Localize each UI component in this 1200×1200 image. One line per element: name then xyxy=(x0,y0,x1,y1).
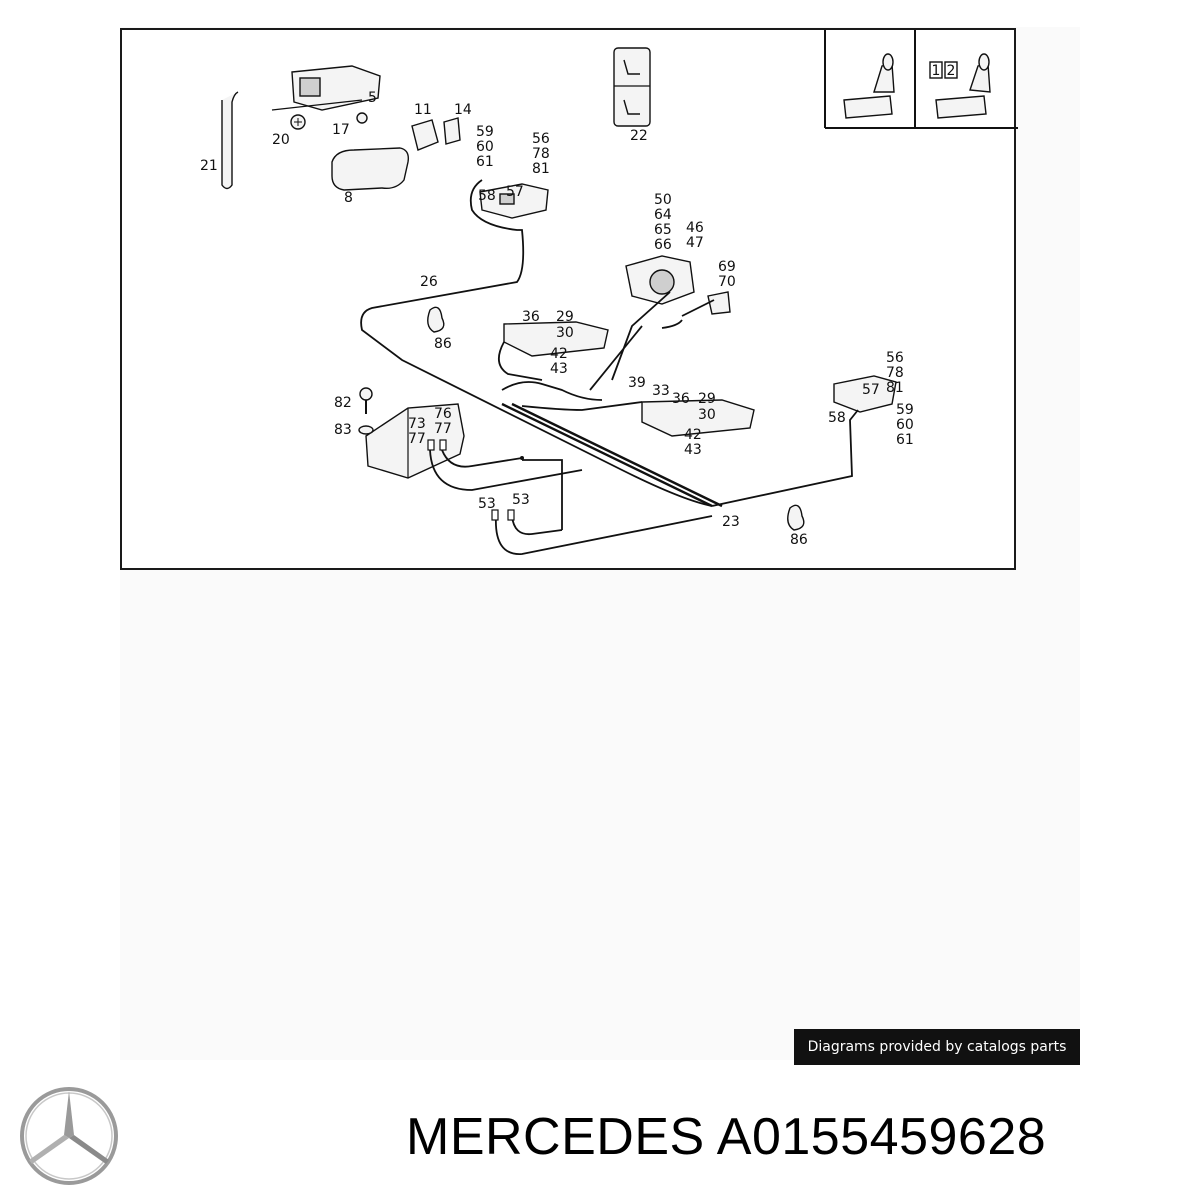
callout-69: 69 xyxy=(718,259,736,275)
callout-58: 58 xyxy=(828,410,846,426)
callout-29: 29 xyxy=(698,391,716,407)
callout-77: 77 xyxy=(408,431,426,447)
diagram-credit-badge: Diagrams provided by catalogs parts xyxy=(794,1029,1080,1065)
callout-73: 73 xyxy=(408,416,426,432)
callout-56: 56 xyxy=(532,131,550,147)
callout-11: 11 xyxy=(414,102,432,118)
callout-29: 29 xyxy=(556,309,574,325)
callout-17: 17 xyxy=(332,122,350,138)
callout-53: 53 xyxy=(478,496,496,512)
washer-part xyxy=(358,425,374,435)
seat-icon xyxy=(843,53,895,119)
switch-module-part xyxy=(479,183,549,219)
callout-83: 83 xyxy=(334,422,352,438)
cover-part xyxy=(331,147,410,191)
callout-14: 14 xyxy=(454,102,472,118)
callout-56: 56 xyxy=(886,350,904,366)
callout-78: 78 xyxy=(532,146,550,162)
seat-position-inset: 1 2 xyxy=(824,30,1018,129)
callout-57: 57 xyxy=(506,184,524,200)
callout-39: 39 xyxy=(628,375,646,391)
callout-66: 66 xyxy=(654,237,672,253)
control-unit-part xyxy=(271,65,381,111)
callout-30: 30 xyxy=(556,325,574,341)
inset-label-1: 1 xyxy=(932,63,941,79)
mercedes-star-icon xyxy=(18,1085,120,1192)
screw-part xyxy=(290,114,306,130)
callout-30: 30 xyxy=(698,407,716,423)
lumbar-support-part xyxy=(787,504,805,531)
callout-labels: 5 17 20 21 8 11 14 59 60 61 56 78 81 58 … xyxy=(200,90,914,548)
button-cap-part xyxy=(411,117,461,151)
callout-59: 59 xyxy=(476,124,494,140)
motor-part xyxy=(625,255,695,305)
memory-buttons-icon: 1 2 xyxy=(929,61,958,79)
parts-diagram: 1 2 xyxy=(120,28,1018,570)
callout-78: 78 xyxy=(886,365,904,381)
seat-icon xyxy=(935,53,991,119)
callout-81: 81 xyxy=(886,380,904,396)
callout-33: 33 xyxy=(652,383,670,399)
wiring-harness xyxy=(360,179,859,555)
callout-36: 36 xyxy=(672,391,690,407)
callout-60: 60 xyxy=(476,139,494,155)
callout-86: 86 xyxy=(434,336,452,352)
callout-46: 46 xyxy=(686,220,704,236)
callout-42: 42 xyxy=(684,427,702,443)
callout-43: 43 xyxy=(684,442,702,458)
callout-77: 77 xyxy=(434,421,452,437)
inset-label-2: 2 xyxy=(947,63,956,79)
callout-61: 61 xyxy=(896,432,914,448)
callout-57: 57 xyxy=(862,382,880,398)
rod-part xyxy=(221,91,239,190)
switch-block-part xyxy=(641,399,755,437)
credit-text: Diagrams provided by catalogs parts xyxy=(807,1039,1067,1055)
callout-36: 36 xyxy=(522,309,540,325)
callout-21: 21 xyxy=(200,158,218,174)
callout-23: 23 xyxy=(722,514,740,530)
callout-76: 76 xyxy=(434,406,452,422)
callout-8: 8 xyxy=(344,190,353,206)
callout-42: 42 xyxy=(550,346,568,362)
callout-60: 60 xyxy=(896,417,914,433)
callout-53: 53 xyxy=(512,492,530,508)
seat-control-module-part xyxy=(365,403,465,479)
part-number-title: MERCEDES A0155459628 xyxy=(406,1108,1047,1166)
callout-61: 61 xyxy=(476,154,494,170)
callout-70: 70 xyxy=(718,274,736,290)
connector-part xyxy=(707,291,731,315)
callout-82: 82 xyxy=(334,395,352,411)
callout-59: 59 xyxy=(896,402,914,418)
switch-module-part xyxy=(833,375,897,413)
callout-86: 86 xyxy=(790,532,808,548)
screw-part xyxy=(359,387,373,414)
seat-switch-part xyxy=(613,47,651,127)
callout-58: 58 xyxy=(478,188,496,204)
callout-50: 50 xyxy=(654,192,672,208)
callout-43: 43 xyxy=(550,361,568,377)
callout-65: 65 xyxy=(654,222,672,238)
clip-part xyxy=(356,112,368,124)
callout-5: 5 xyxy=(368,90,377,106)
callout-81: 81 xyxy=(532,161,550,177)
callout-47: 47 xyxy=(686,235,704,251)
callout-20: 20 xyxy=(272,132,290,148)
callout-26: 26 xyxy=(420,274,438,290)
callout-22: 22 xyxy=(630,128,648,144)
lumbar-support-part xyxy=(427,306,445,333)
callout-64: 64 xyxy=(654,207,672,223)
